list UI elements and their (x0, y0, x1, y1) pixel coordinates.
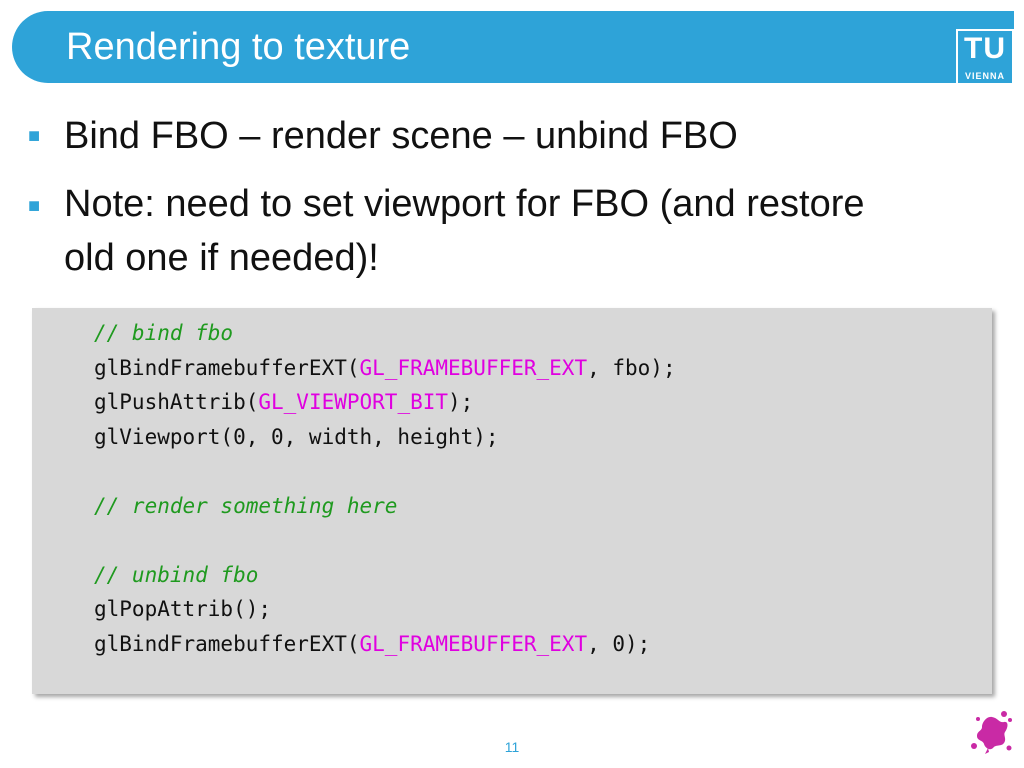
code-listing: // bind fbo glBindFramebufferEXT(GL_FRAM… (94, 316, 676, 661)
square-bullet-icon: ■ (28, 195, 41, 217)
code-push-fn: glPushAttrib( (94, 390, 259, 414)
code-unbind-fn: glBindFramebufferEXT( (94, 631, 360, 656)
code-viewport: glViewport(0, 0, width, height); (94, 424, 499, 449)
code-push-const: GL_VIEWPORT_BIT (258, 390, 449, 414)
logo-main-text: TU (964, 32, 1006, 65)
code-block: // bind fbo glBindFramebufferEXT(GL_FRAM… (32, 308, 992, 694)
logo-sub-text: VIENNA (964, 71, 1005, 81)
code-bind-fn: glBindFramebufferEXT( (94, 355, 360, 380)
code-comment-bind: // bind fbo (94, 321, 234, 345)
code-bind-const: GL_FRAMEBUFFER_EXT (359, 355, 588, 380)
code-bind-rest: , fbo); (587, 355, 676, 380)
code-pop: glPopAttrib(); (94, 597, 272, 621)
tu-vienna-logo: TU VIENNA (956, 29, 1014, 86)
bullet-item-1: Bind FBO – render scene – unbind FBO (64, 115, 738, 157)
code-comment-unbind: // unbind fbo (94, 562, 259, 587)
paint-splat-icon (971, 711, 1012, 754)
code-push-rest: ); (448, 390, 474, 414)
page-number: 11 (504, 739, 520, 755)
title-bar: Rendering to texture TU VIENNA (12, 11, 1014, 86)
code-unbind-const: GL_FRAMEBUFFER_EXT (359, 631, 588, 656)
bullet-item-2: Note: need to set viewport for FBO (and … (64, 183, 865, 279)
square-bullet-icon: ■ (28, 125, 41, 147)
code-unbind-rest: , 0); (587, 631, 651, 656)
slide-title: Rendering to texture (66, 26, 411, 68)
code-comment-render: // render something here (94, 493, 398, 518)
